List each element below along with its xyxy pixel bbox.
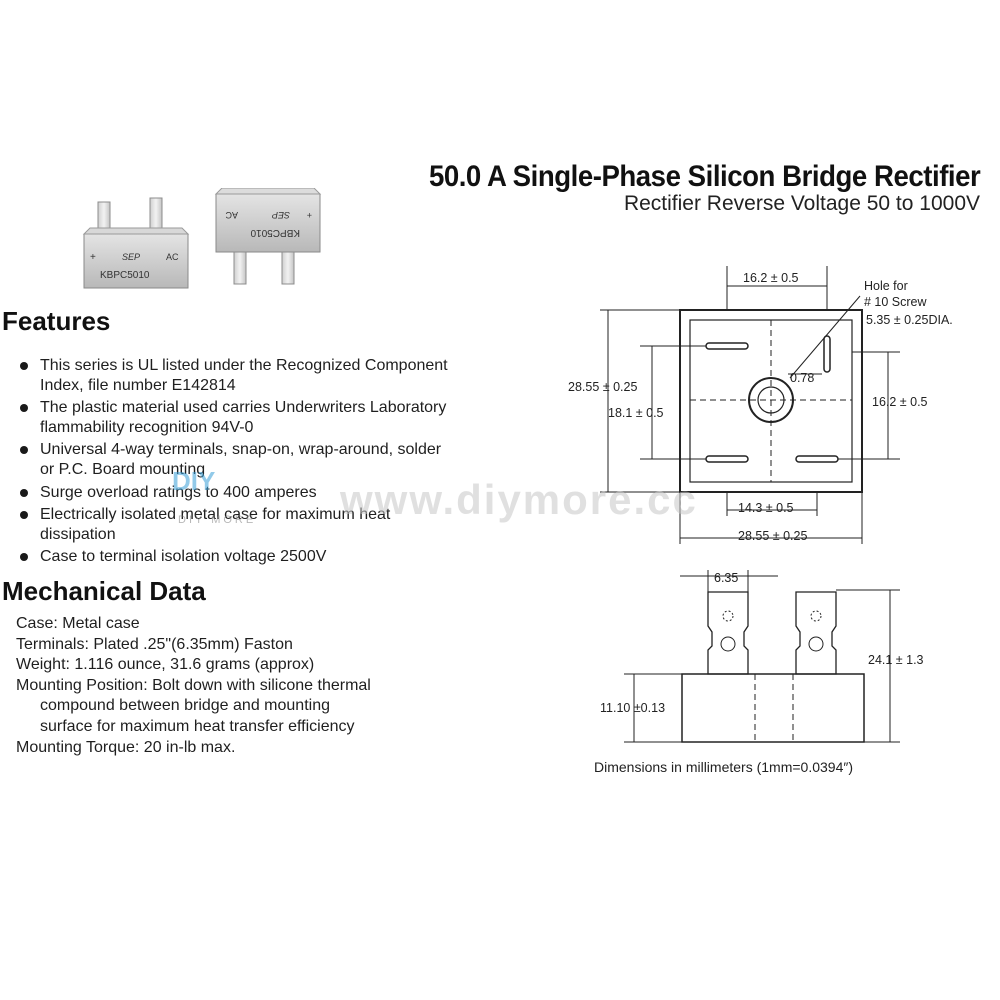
dim-terminal-width: 6.35 (714, 571, 738, 585)
hole-label-2: # 10 Screw (864, 295, 928, 309)
side-view-drawing: 6.35 24.1 ± 1.3 11.10 ±0.13 (600, 570, 924, 743)
rectifier-photo-left: + SEP AC KBPC5010 (82, 197, 190, 289)
svg-text:SEP: SEP (122, 252, 140, 262)
svg-text:+: + (90, 252, 96, 263)
bullet-icon (20, 488, 28, 497)
bullet-icon (20, 362, 28, 370)
rectifier-photo-right: KBPC5010 + SEP AC (214, 188, 322, 285)
mechanical-line: Mounting Position: Bolt down with silico… (16, 676, 371, 694)
hole-label-3: 5.35 ± 0.25DIA. (866, 313, 953, 327)
svg-text:KBPC5010: KBPC5010 (250, 227, 300, 238)
feature-item: Surge overload ratings to 400 amperes (18, 483, 448, 503)
dim-body-height: 11.10 ±0.13 (600, 701, 665, 715)
dimensions-caption: Dimensions in millimeters (1mm=0.0394″) (594, 759, 853, 775)
mechanical-line: surface for maximum heat transfer effici… (40, 717, 355, 735)
watermark-logo-sub: DIY MORE (178, 514, 257, 526)
dim-center-offset: 0.78 (790, 371, 814, 385)
watermark-text: www.diymore.cc (340, 476, 698, 523)
mechanical-line: Case: Metal case (16, 615, 140, 632)
mechanical-data-list: Case: Metal case Terminals: Plated .25"(… (16, 614, 456, 758)
mechanical-line: Weight: 1.116 ounce, 31.6 grams (approx) (16, 656, 315, 674)
dim-bottom-outer: 28.55 ± 0.25 (738, 529, 807, 543)
dim-outer-height: 28.55 ± 0.25 (568, 380, 637, 394)
body-outline (679, 309, 863, 493)
svg-text:KBPC5010: KBPC5010 (100, 270, 150, 281)
svg-text:AC: AC (166, 252, 179, 262)
dim-right-height: 16.2 ± 0.5 (872, 395, 928, 409)
mechanical-heading: Mechanical Data (2, 576, 206, 606)
feature-item: This series is UL listed under the Recog… (18, 356, 448, 395)
product-photos: + SEP AC KBPC5010 KBPC5010 + SEP AC (82, 188, 322, 289)
svg-text:SEP: SEP (272, 210, 290, 220)
dim-top-inner: 16.2 ± 0.5 (743, 271, 799, 285)
feature-item: Universal 4-way terminals, snap-on, wrap… (18, 440, 448, 479)
bullet-icon (20, 553, 28, 562)
watermark-logo: DIY (172, 466, 216, 496)
mechanical-line: compound between bridge and mounting (40, 697, 330, 715)
dim-inner-height: 18.1 ± 0.5 (608, 406, 664, 420)
svg-text:+: + (307, 210, 312, 220)
features-heading: Features (2, 306, 111, 336)
mounting-hole (748, 377, 794, 423)
hole-label-1: Hole for (864, 279, 908, 293)
side-body (681, 673, 865, 743)
dim-bottom-inner: 14.3 ± 0.5 (738, 501, 794, 515)
dim-total-height: 24.1 ± 1.3 (868, 653, 924, 667)
bullet-icon (20, 404, 28, 413)
mechanical-line: Terminals: Plated .25"(6.35mm) Faston (16, 635, 293, 653)
feature-item: Case to terminal isolation voltage 2500V (18, 547, 448, 567)
top-view-drawing: 16.2 ± 0.5 Hole for # 10 Screw 5.35 ± 0.… (568, 266, 953, 544)
bullet-icon (20, 446, 28, 455)
feature-item: The plastic material used carries Underw… (18, 398, 448, 437)
page-subtitle: Rectifier Reverse Voltage 50 to 1000V (623, 192, 980, 215)
svg-text:AC: AC (225, 210, 238, 220)
mechanical-line: Mounting Torque: 20 in-lb max. (16, 738, 236, 756)
feature-item: Electrically isolated metal case for max… (18, 505, 448, 544)
features-list: This series is UL listed under the Recog… (18, 356, 448, 570)
bullet-icon (20, 511, 28, 520)
page-title: 50.0 A Single-Phase Silicon Bridge Recti… (428, 160, 981, 193)
